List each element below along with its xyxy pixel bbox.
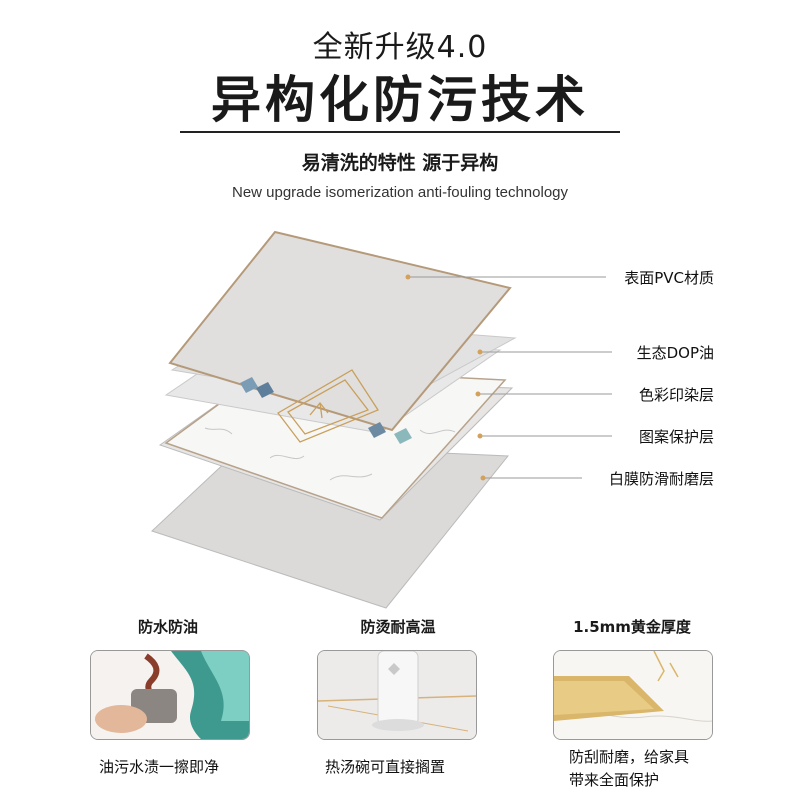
teal-tiles: [240, 377, 412, 444]
feature-caption-heat: 热汤碗可直接搁置: [325, 758, 446, 776]
leader-lines: [408, 276, 612, 479]
layer-top: [168, 230, 512, 432]
english-subtitle: New upgrade isomerization anti-fouling t…: [231, 184, 569, 201]
layer-label-print: 色彩印染层: [638, 386, 714, 404]
feature-caption-thickness-line2: 带来全面保护: [569, 771, 660, 789]
feature-caption-thickness-line1: 防刮耐磨，给家具: [569, 748, 690, 766]
marble-veins: [204, 427, 456, 481]
feature-title-thickness: 1.5mm黄金厚度: [573, 618, 691, 636]
title-divider: [180, 131, 620, 133]
layer-label-film: 白膜防滑耐磨层: [608, 470, 714, 488]
feature-image-thickness: [553, 650, 713, 740]
feature-title-heat: 防烫耐高温: [360, 618, 436, 636]
feature-caption-waterproof: 油污水渍一擦即净: [99, 758, 220, 776]
feature-image-waterproof: [90, 650, 250, 740]
layer-diagram: [151, 230, 612, 609]
subtitle: 全新升级4.0: [312, 30, 488, 65]
layer-bottom: [151, 443, 510, 609]
leader-dots: [405, 274, 486, 481]
layer-label-pvc: 表面PVC材质: [624, 269, 714, 287]
page-title: 异构化防污技术: [211, 71, 589, 129]
layer-label-protect: 图案保护层: [638, 428, 714, 446]
layer-label-dop: 生态DOP油: [636, 344, 714, 362]
tagline: 易清洗的特性 源于异构: [301, 152, 499, 174]
feature-title-waterproof: 防水防油: [137, 618, 198, 636]
feature-image-heat: [317, 650, 477, 740]
gold-pattern: [277, 369, 379, 443]
